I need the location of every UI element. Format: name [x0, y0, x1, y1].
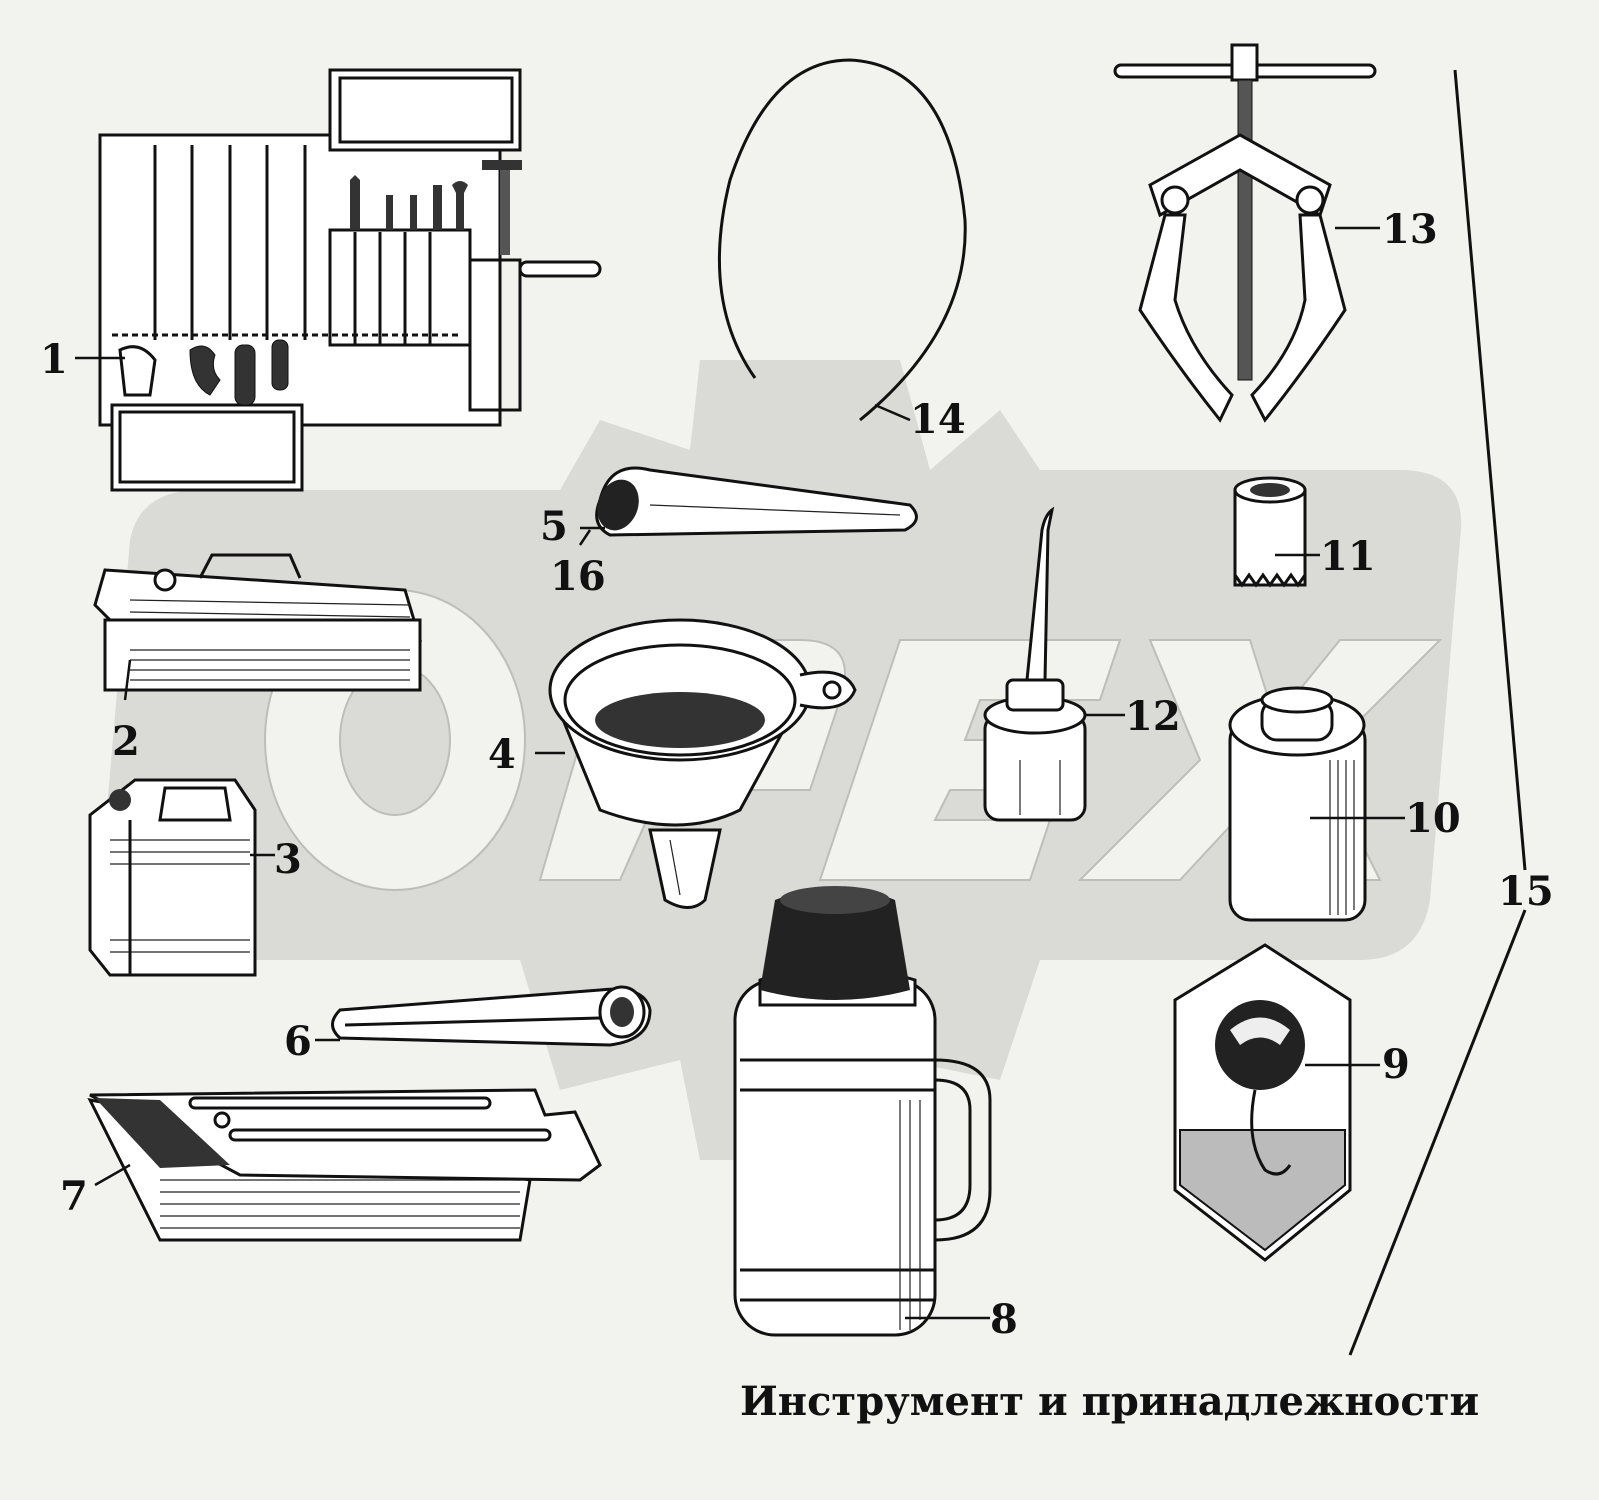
toolbox: [93, 553, 423, 692]
part-label-1: 1: [40, 336, 68, 383]
part-label-2: 2: [112, 718, 140, 765]
figure-caption: Инструмент и принадлежности: [740, 1378, 1480, 1425]
part-label-9: 9: [1382, 1041, 1410, 1088]
part-label-11: 11: [1320, 533, 1376, 580]
part-label-13: 13: [1382, 206, 1438, 253]
three-jaw-puller: [1113, 43, 1377, 423]
tire-pressure-gauge-in-pouch: [1173, 943, 1352, 1262]
part-label-7: 7: [60, 1173, 88, 1220]
tool-roll: [98, 68, 602, 492]
part-label-15: 15: [1498, 868, 1554, 915]
tray-with-lid: [87, 1088, 602, 1242]
part-label-14: 14: [910, 396, 966, 443]
part-label-3: 3: [274, 836, 302, 883]
set-bracket: [1348, 69, 1527, 1356]
part-label-12: 12: [1125, 693, 1181, 740]
oil-can: [983, 506, 1087, 822]
part-labels: 1 2 3 4 5 6 7 8 9 10 11 12 13 14 15 16: [40, 206, 1554, 1343]
part-label-4: 4: [488, 731, 516, 778]
part-label-16: 16: [550, 553, 606, 600]
sleeve-adapter: [1233, 476, 1307, 588]
hose: [717, 58, 967, 422]
flat-funnel: [331, 985, 652, 1047]
funnel-with-strainer: [548, 618, 857, 909]
thermos: [733, 886, 992, 1337]
canister: [88, 778, 257, 977]
scoop-funnel: [595, 466, 918, 537]
part-label-5: 5: [540, 503, 568, 550]
leader-lines: [75, 226, 1405, 1320]
part-label-10: 10: [1405, 795, 1461, 842]
part-label-6: 6: [284, 1018, 312, 1065]
grease-can: [1228, 686, 1367, 922]
part-label-8: 8: [990, 1296, 1018, 1343]
